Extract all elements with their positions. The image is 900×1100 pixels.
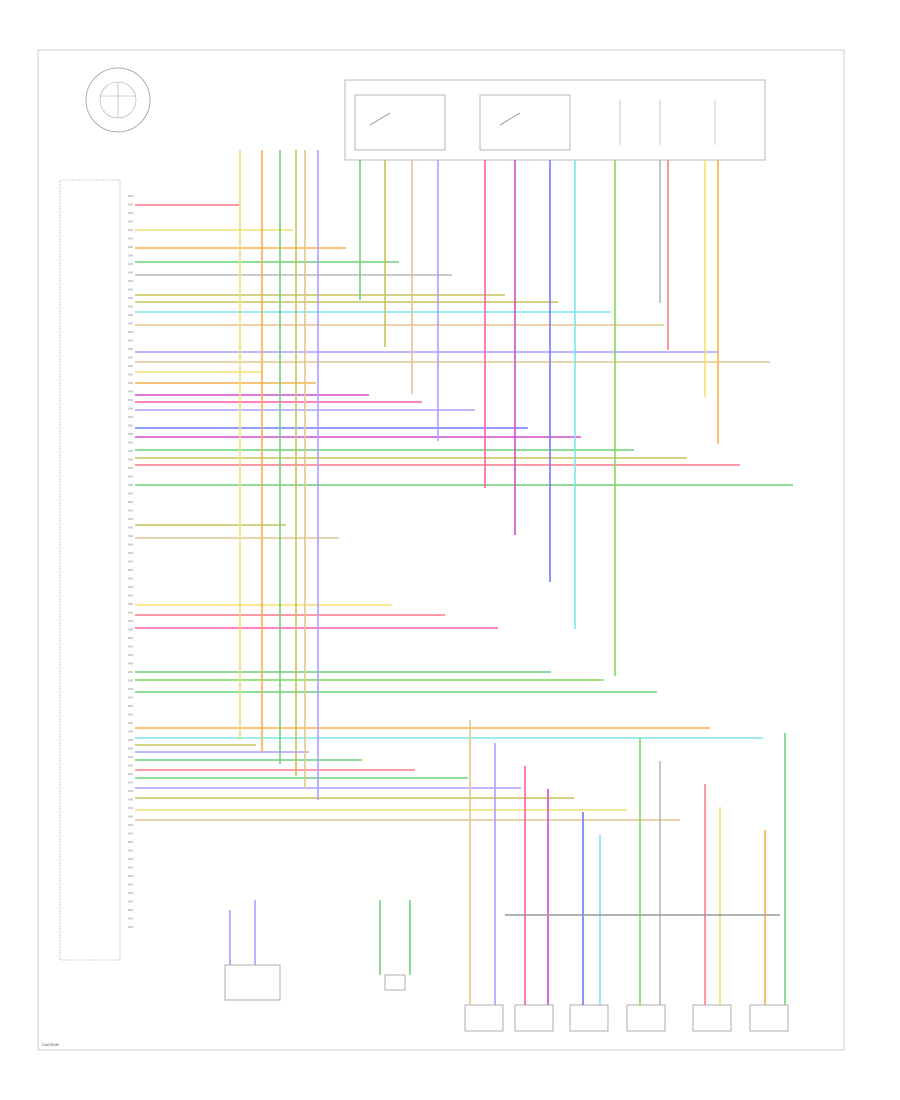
pcm-pin <box>128 288 133 291</box>
pcm-pin <box>128 730 133 733</box>
pcm-pin <box>128 849 133 852</box>
pcm-pin <box>128 322 133 325</box>
pcm-pin <box>128 356 133 359</box>
pcm-pin <box>128 875 133 877</box>
pcm-pin <box>128 492 133 495</box>
wire-sensor <box>379 900 411 975</box>
pcm-pin <box>128 594 133 597</box>
pcm-pin <box>128 569 133 571</box>
pcm-pin <box>128 203 133 206</box>
pcm-pin <box>128 628 133 631</box>
pcm-pin <box>128 892 133 894</box>
pcm-pin <box>128 722 133 724</box>
pcm-pin <box>128 773 133 775</box>
wire-layer <box>135 150 793 1005</box>
pcm-pin <box>128 331 133 333</box>
pcm-pin <box>128 458 133 461</box>
distributor-symbol <box>85 67 151 133</box>
pcm-pin <box>128 858 133 860</box>
pcm-pin <box>128 212 133 214</box>
pcm-pin <box>128 424 133 427</box>
pcm-pin <box>128 917 133 920</box>
pcm-pin <box>128 586 133 588</box>
pcm-pin <box>128 560 133 563</box>
pcm-pin <box>128 688 133 690</box>
pcm-pin <box>128 501 133 503</box>
pcm-pin <box>128 407 133 410</box>
pcm-pin <box>128 756 133 758</box>
pcm-pin <box>128 229 133 231</box>
relay-block <box>344 79 766 161</box>
footer-label: DIAGRAM <box>42 1043 59 1047</box>
pcm-pin <box>128 739 133 741</box>
pcm-pin <box>128 696 133 699</box>
pcm-pin <box>128 450 133 452</box>
pcm-pin <box>128 841 133 843</box>
pcm-pin <box>128 220 133 223</box>
pcm-pin <box>128 577 133 580</box>
pcm-pin <box>128 883 133 886</box>
pcm-pin <box>128 433 133 435</box>
pcm-pin <box>128 416 133 418</box>
diagram-border <box>37 49 845 1051</box>
pcm-pin <box>128 246 133 248</box>
pcm-pin <box>128 790 133 792</box>
pcm-pin <box>128 475 133 478</box>
pcm-pin <box>128 254 133 257</box>
pcm-pin <box>128 526 133 529</box>
pcm-pin <box>128 390 133 393</box>
pcm-pin <box>128 535 133 537</box>
pcm-pin <box>128 824 133 826</box>
pcm-pin <box>128 662 133 665</box>
pcm-pin <box>128 798 133 801</box>
pcm-pin <box>128 263 133 265</box>
pcm-pin <box>128 552 133 554</box>
pcm-pin <box>128 339 133 342</box>
pcm-pin <box>128 373 133 376</box>
pcm-pin <box>128 815 133 818</box>
pcm-pin <box>128 314 133 316</box>
pcm-pin <box>128 603 133 605</box>
pcm-pin <box>128 909 133 911</box>
pcm-pin <box>128 679 133 682</box>
bottom-components <box>224 964 789 1032</box>
pcm-pin <box>128 781 133 784</box>
pcm-pin <box>128 611 133 614</box>
pin-label-column <box>128 195 133 928</box>
pcm-pin <box>128 382 133 384</box>
pcm-pin <box>128 518 133 520</box>
pcm-pin <box>128 713 133 716</box>
pcm-pin <box>128 348 133 350</box>
pcm-pin <box>128 441 133 444</box>
pcm-pin <box>128 543 133 546</box>
pcm-pin <box>128 271 133 274</box>
pcm-pin <box>128 807 133 809</box>
pcm-pin <box>128 297 133 299</box>
pcm-pin <box>128 926 133 928</box>
pcm-pin <box>128 747 133 750</box>
pcm-pin <box>128 305 133 308</box>
pcm-pin <box>128 900 133 903</box>
pcm-pin <box>128 237 133 240</box>
pcm-pin <box>128 467 133 469</box>
pcm-pin <box>128 195 133 197</box>
pcm-pin <box>128 832 133 835</box>
wire-switch <box>229 900 256 965</box>
pcm-pin <box>128 654 133 656</box>
pcm-pin <box>128 365 133 367</box>
pcm-pin <box>128 399 133 401</box>
pcm-pin <box>128 671 133 673</box>
pcm-pin <box>128 509 133 512</box>
pcm-pin <box>128 637 133 639</box>
pcm-pin <box>128 764 133 767</box>
pcm-pin <box>128 484 133 486</box>
pcm-pin <box>128 280 133 282</box>
pcm-pin <box>128 866 133 869</box>
pcm-pin <box>128 645 133 648</box>
pcm-module-outline <box>59 179 121 961</box>
pcm-pin <box>128 705 133 707</box>
pcm-pin <box>128 620 133 622</box>
